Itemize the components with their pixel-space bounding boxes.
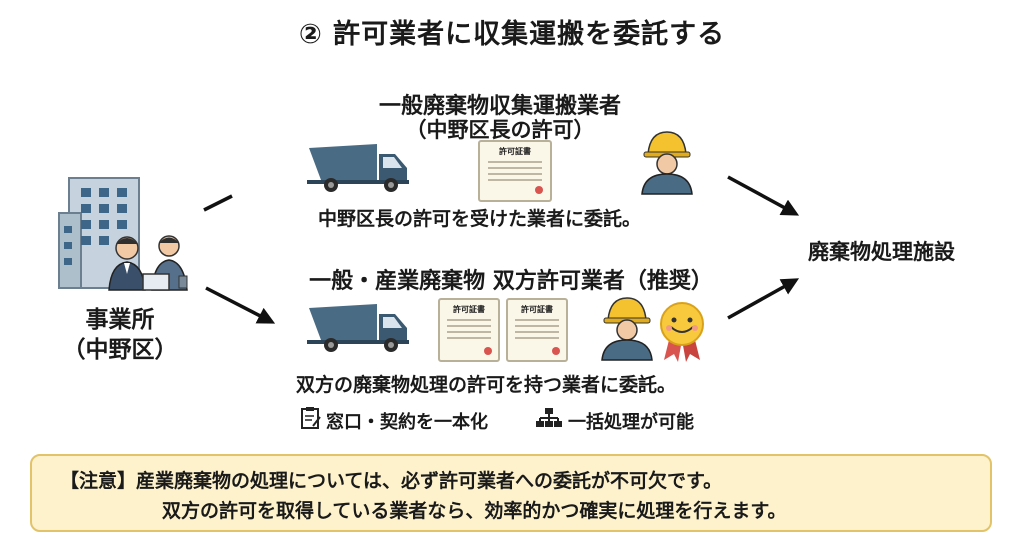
certificate-icon: 許可証書 bbox=[478, 140, 552, 202]
benefit-bulk-processing: 一括処理が可能 bbox=[568, 412, 694, 433]
hardhat-worker-icon bbox=[641, 131, 693, 195]
smiley-badge-icon bbox=[660, 302, 704, 362]
upper-subtitle: （中野区長の許可） bbox=[405, 118, 595, 142]
disposal-facility: 廃棄物処理施設 bbox=[808, 240, 955, 264]
garbage-truck-icon bbox=[307, 304, 409, 352]
office-ward: （中野区） bbox=[62, 337, 178, 363]
note-line-1: 【注意】産業廃棄物の処理については、必ず許可業者への委託が不可欠です。 bbox=[60, 470, 723, 492]
note-line-2: 双方の許可を取得している業者なら、効率的かつ確実に処理を行えます。 bbox=[162, 500, 787, 522]
clipboard-icon bbox=[301, 407, 321, 429]
hardhat-worker-icon bbox=[601, 297, 653, 361]
certificate-label: 許可証書 bbox=[499, 147, 531, 156]
lower-description: 双方の廃棄物処理の許可を持つ業者に委託。 bbox=[296, 374, 677, 396]
upper-description: 中野区長の許可を受けた業者に委託。 bbox=[318, 208, 642, 230]
lower-title: 一般・産業廃棄物 双方許可業者（推奨） bbox=[309, 269, 713, 294]
office-name: 事業所 bbox=[85, 307, 155, 333]
certificate-icon: 許可証書 bbox=[506, 298, 568, 362]
garbage-truck-icon bbox=[307, 144, 409, 192]
certificate-icon: 許可証書 bbox=[438, 298, 500, 362]
page-title: ② 許可業者に収集運搬を委託する bbox=[298, 19, 726, 50]
hierarchy-icon bbox=[536, 408, 562, 427]
office-building-icon bbox=[58, 177, 140, 289]
certificate-label: 許可証書 bbox=[453, 305, 485, 314]
office-workers-icon bbox=[108, 235, 188, 291]
caution-note: 【注意】産業廃棄物の処理については、必ず許可業者への委託が不可欠です。 双方の許… bbox=[30, 454, 992, 532]
upper-title: 一般廃棄物収集運搬業者 bbox=[378, 94, 621, 119]
benefit-single-contract: 窓口・契約を一本化 bbox=[326, 412, 488, 433]
certificate-label: 許可証書 bbox=[521, 305, 553, 314]
